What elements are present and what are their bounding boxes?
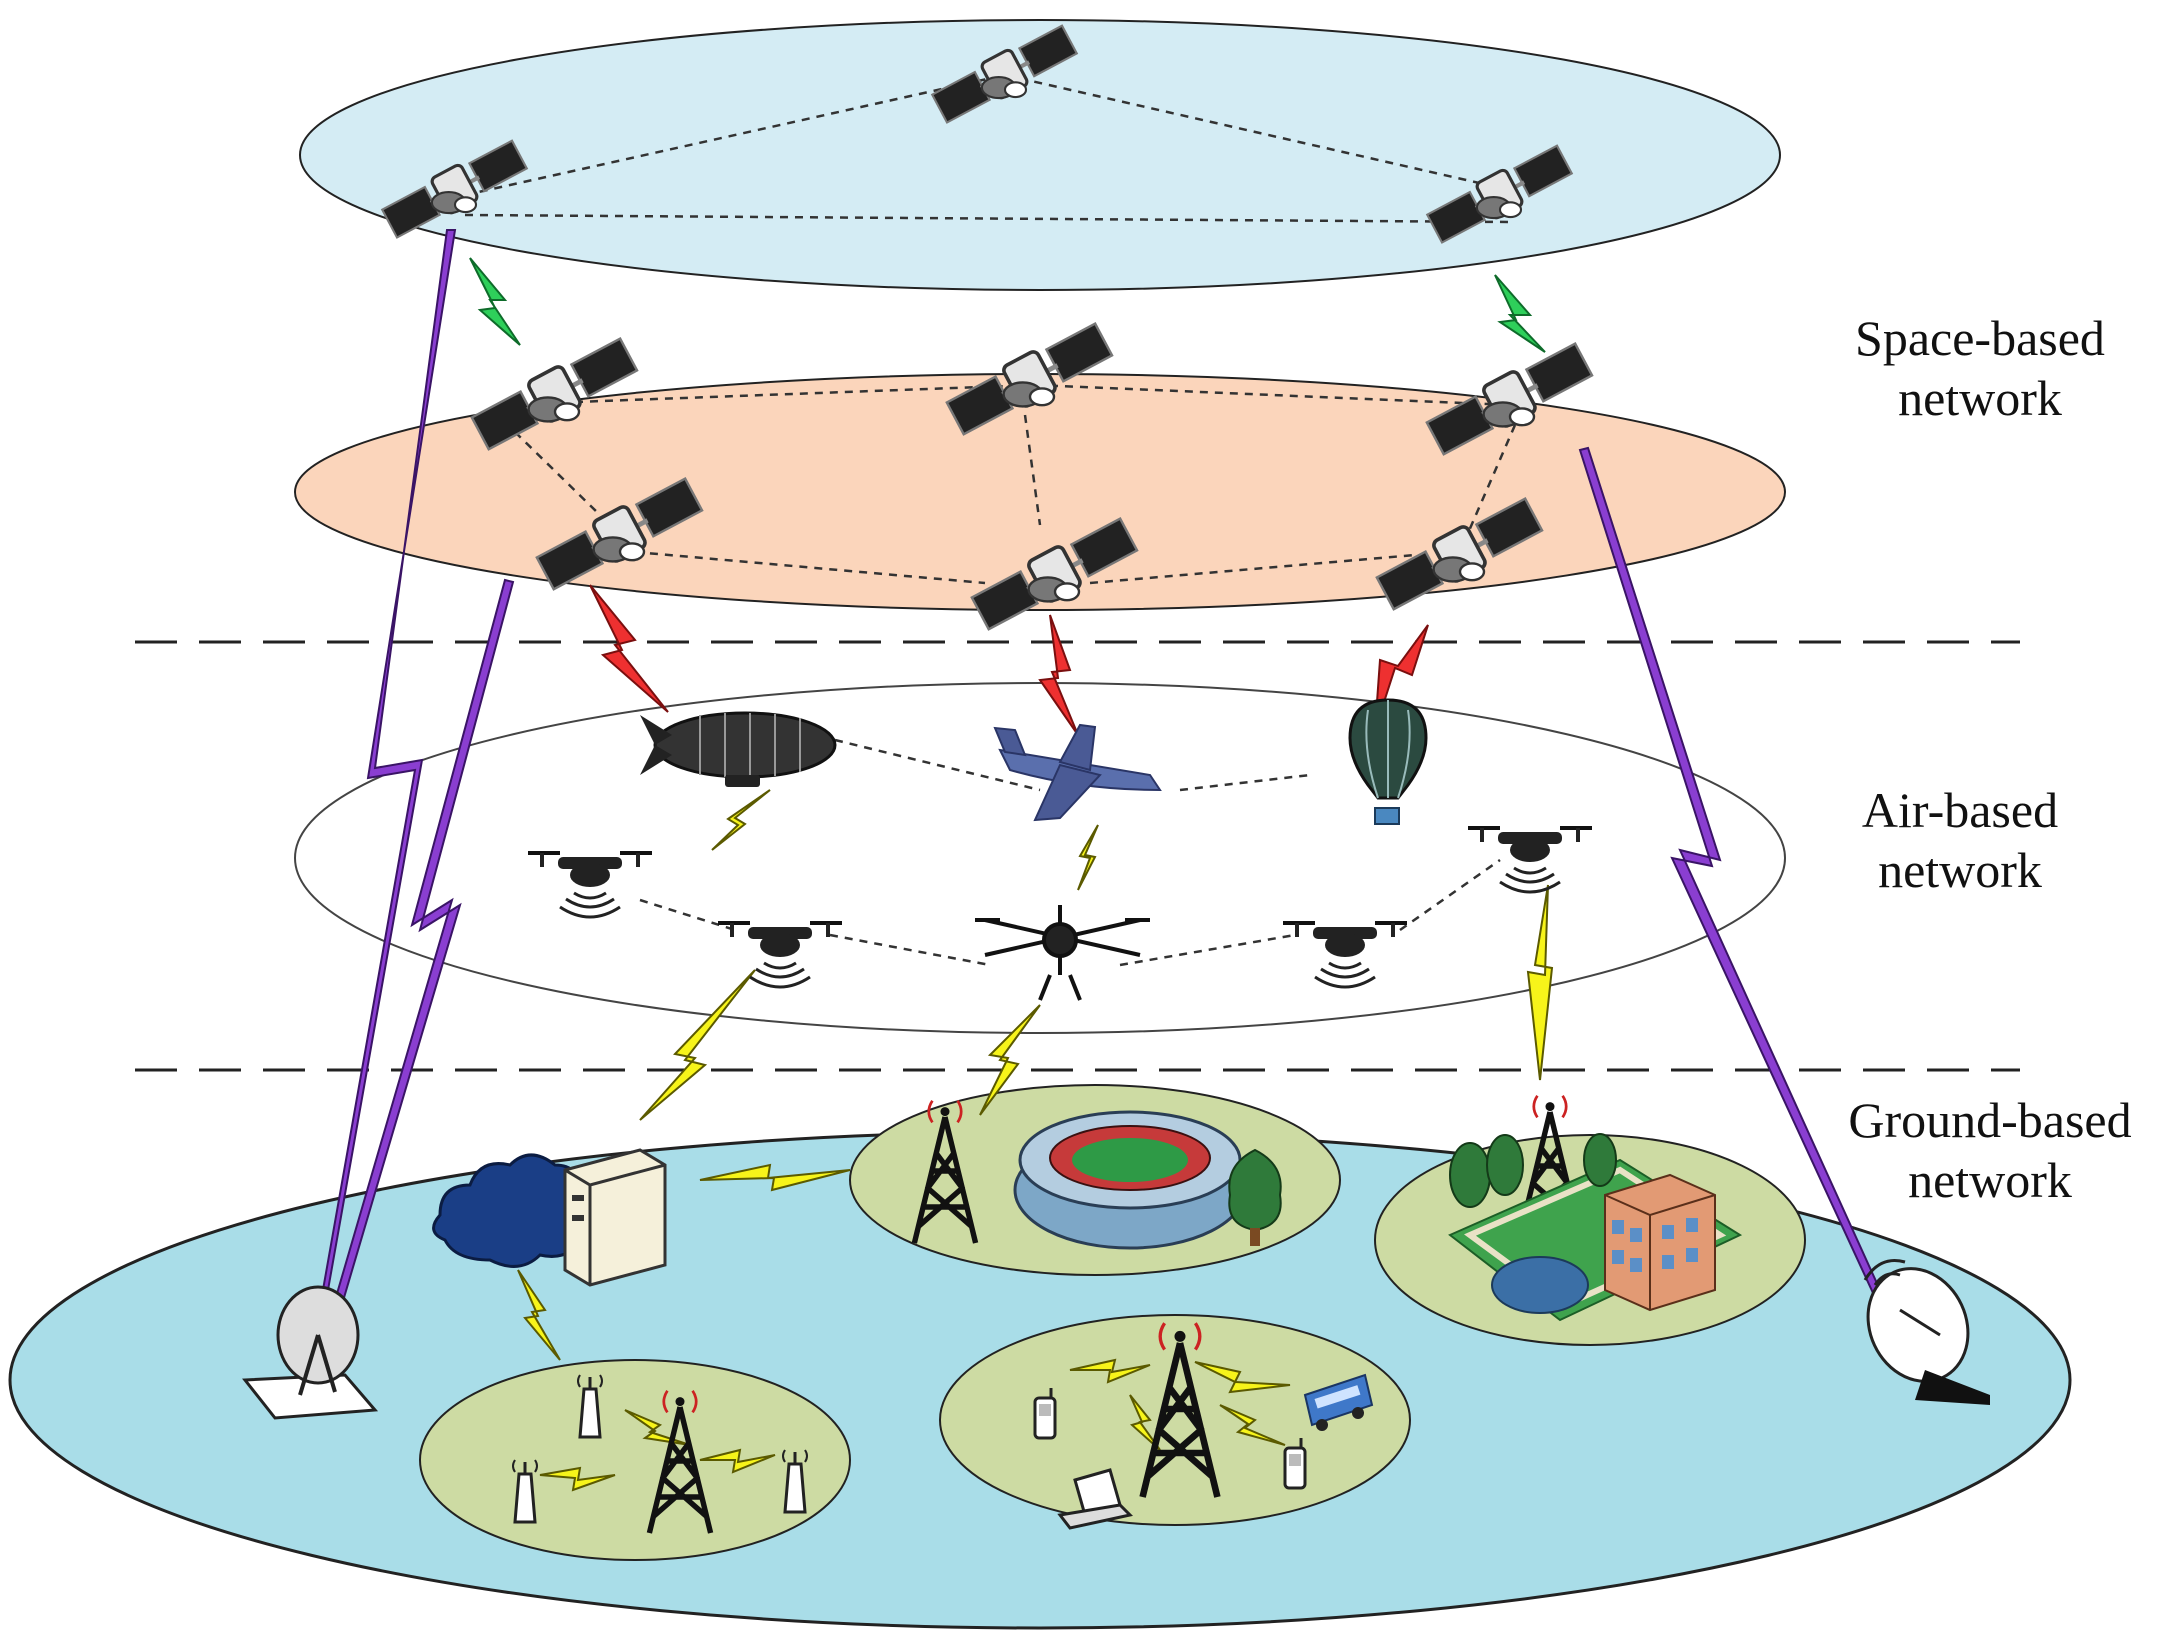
label-line: Ground-based: [1848, 1092, 2132, 1148]
laptop-icon: [1057, 1468, 1134, 1530]
hot-air-balloon-icon: [1348, 698, 1428, 825]
airplane-icon: [993, 723, 1162, 822]
satellite-dish-icon: [1863, 1259, 1990, 1405]
trees-cluster: [1449, 1133, 1617, 1208]
air-based-network-label: Air-based network: [1790, 780, 2130, 900]
label-line: Air-based: [1861, 782, 2059, 838]
yellow-links: [517, 789, 1554, 1492]
multirotor-drone-icon: [975, 905, 1150, 1001]
label-line: network: [1908, 1152, 2072, 1208]
server-icon: [563, 1148, 667, 1287]
pond-icon: [1491, 1256, 1589, 1314]
air-layer: [294, 682, 1786, 1034]
label-line: network: [1878, 842, 2042, 898]
stadium-icon: [1013, 1110, 1247, 1250]
ground-cell-mobile: [939, 1314, 1411, 1526]
label-line: Space-based: [1855, 310, 2105, 366]
satellite-dish-icon: [242, 1285, 379, 1420]
tree-icon: [1228, 1148, 1282, 1246]
label-line: network: [1898, 370, 2062, 426]
ground-cell-antennas: [419, 1359, 851, 1561]
green-links: [469, 257, 1546, 353]
ground-based-network-label: Ground-based network: [1820, 1090, 2160, 1210]
bus-icon: [1303, 1373, 1374, 1431]
dashed-links: [464, 73, 1517, 967]
space-based-network-label: Space-based network: [1810, 308, 2150, 428]
building-icon: [1604, 1173, 1716, 1312]
airship-icon: [640, 711, 837, 787]
